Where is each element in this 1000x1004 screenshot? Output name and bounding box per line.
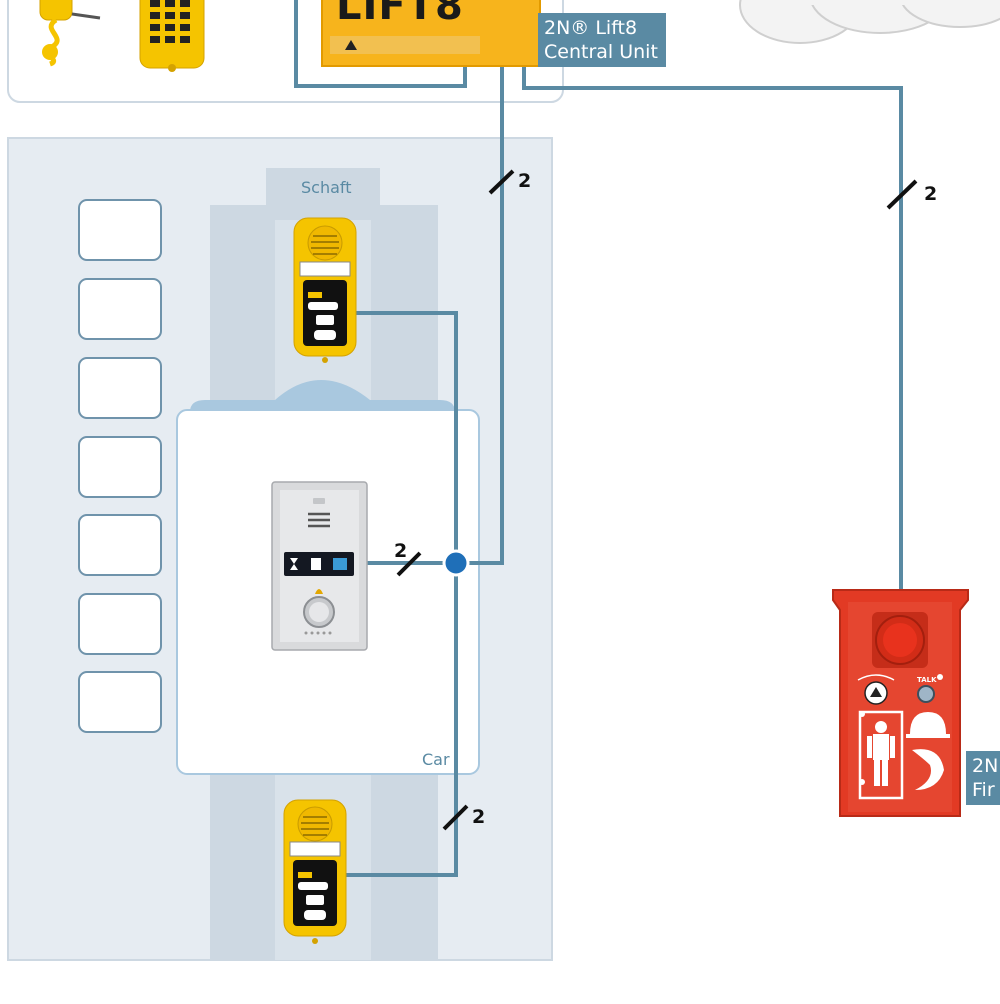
wire-top-intercom [345,311,458,877]
shaft-intercom-bottom [283,799,347,944]
shaft-label: Schaft [301,178,352,197]
wire-top-left [294,0,467,88]
keypad-icon [139,0,205,72]
floor-box [78,593,162,655]
floor-box [78,514,162,576]
wire-marker-slashes [396,169,918,831]
central-unit-label-line2: Central Unit [544,41,658,63]
car-roof [190,380,455,412]
cloud-icon [739,0,1000,44]
shaft-intercom-top [293,217,357,363]
fire-talk-label: TALK [917,676,937,684]
firefighter-helmet-icon [906,712,950,738]
floor-box [78,199,162,261]
fire-unit-label: 2N Fir [966,751,1000,805]
floor-indicators [78,199,162,733]
wire-cu-to-car [456,65,504,565]
central-unit [321,0,541,67]
talk-led-icon [917,685,935,703]
central-unit-label-line1: 2N® Lift8 [544,17,638,39]
junction-node [442,549,470,577]
fire-unit-label-line2: Fir [972,779,995,801]
car-control-panel [271,481,368,651]
floor-box [78,357,162,419]
handset-icon [39,0,101,67]
wire-cu-to-fire [522,65,903,592]
floor-box [78,436,162,498]
car-label: Car [422,750,450,769]
floor-box [78,671,162,733]
wire-marker-cu-to-fire: 2 [924,183,938,205]
shaft-label-tab [266,168,380,208]
fire-unit [832,589,969,817]
wire-marker-car-panel: 2 [394,540,408,562]
wire-marker-bottom: 2 [472,806,486,828]
fire-unit-label-line1: 2N [972,755,999,777]
flame-icon [912,749,944,790]
floor-box [78,278,162,340]
central-unit-logo: LIFT8 [336,0,464,29]
central-unit-label: 2N® Lift8 Central Unit [538,13,666,67]
person-icon [867,721,895,786]
wire-marker-cu-to-car: 2 [518,170,532,192]
